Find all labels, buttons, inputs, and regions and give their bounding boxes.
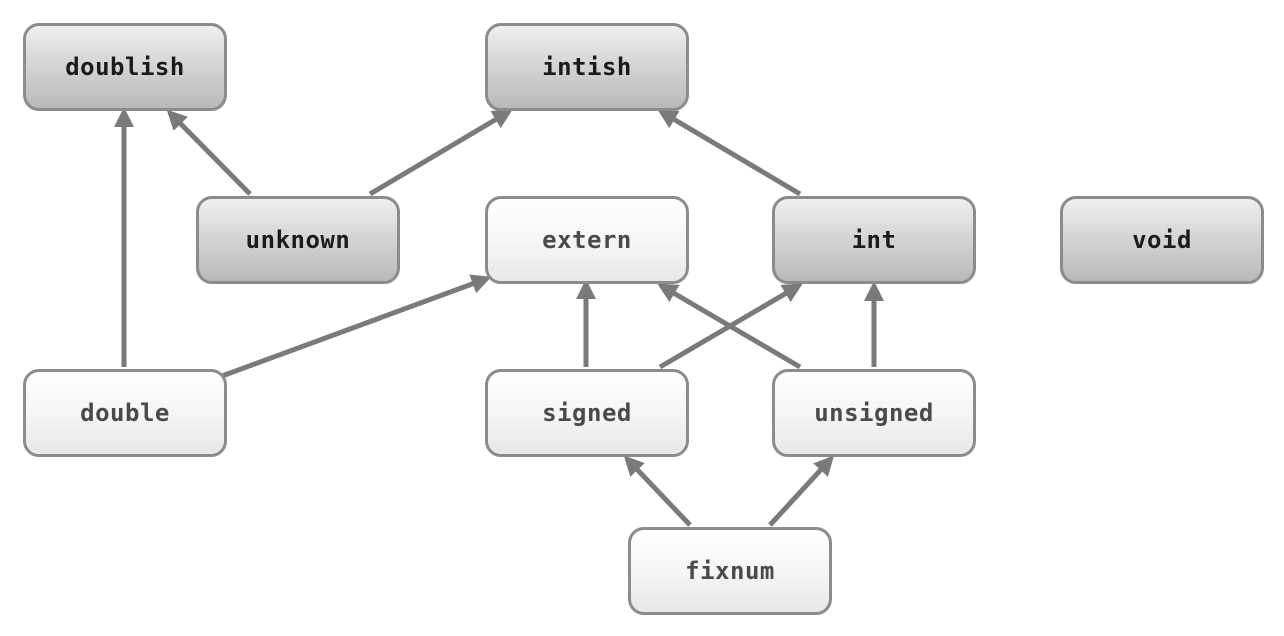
node-doublish: doublish (23, 23, 227, 111)
node-int: int (772, 196, 976, 284)
node-extern: extern (485, 196, 689, 284)
node-double: double (23, 369, 227, 457)
edge-fixnum-to-unsigned (768, 455, 835, 527)
edge-unknown-to-doublish (166, 109, 252, 196)
node-unknown: unknown (196, 196, 400, 284)
edge-int-to-intish (657, 109, 802, 197)
node-signed: signed (485, 369, 689, 457)
edge-signed-to-int (658, 283, 803, 370)
node-unsigned: unsigned (772, 369, 976, 457)
edge-double-to-extern (221, 274, 492, 379)
edge-fixnum-to-signed (623, 455, 692, 527)
node-void: void (1060, 196, 1264, 284)
edge-unknown-to-intish (368, 109, 513, 197)
node-intish: intish (485, 23, 689, 111)
node-fixnum: fixnum (628, 527, 832, 615)
edge-unsigned-to-extern (657, 283, 802, 370)
